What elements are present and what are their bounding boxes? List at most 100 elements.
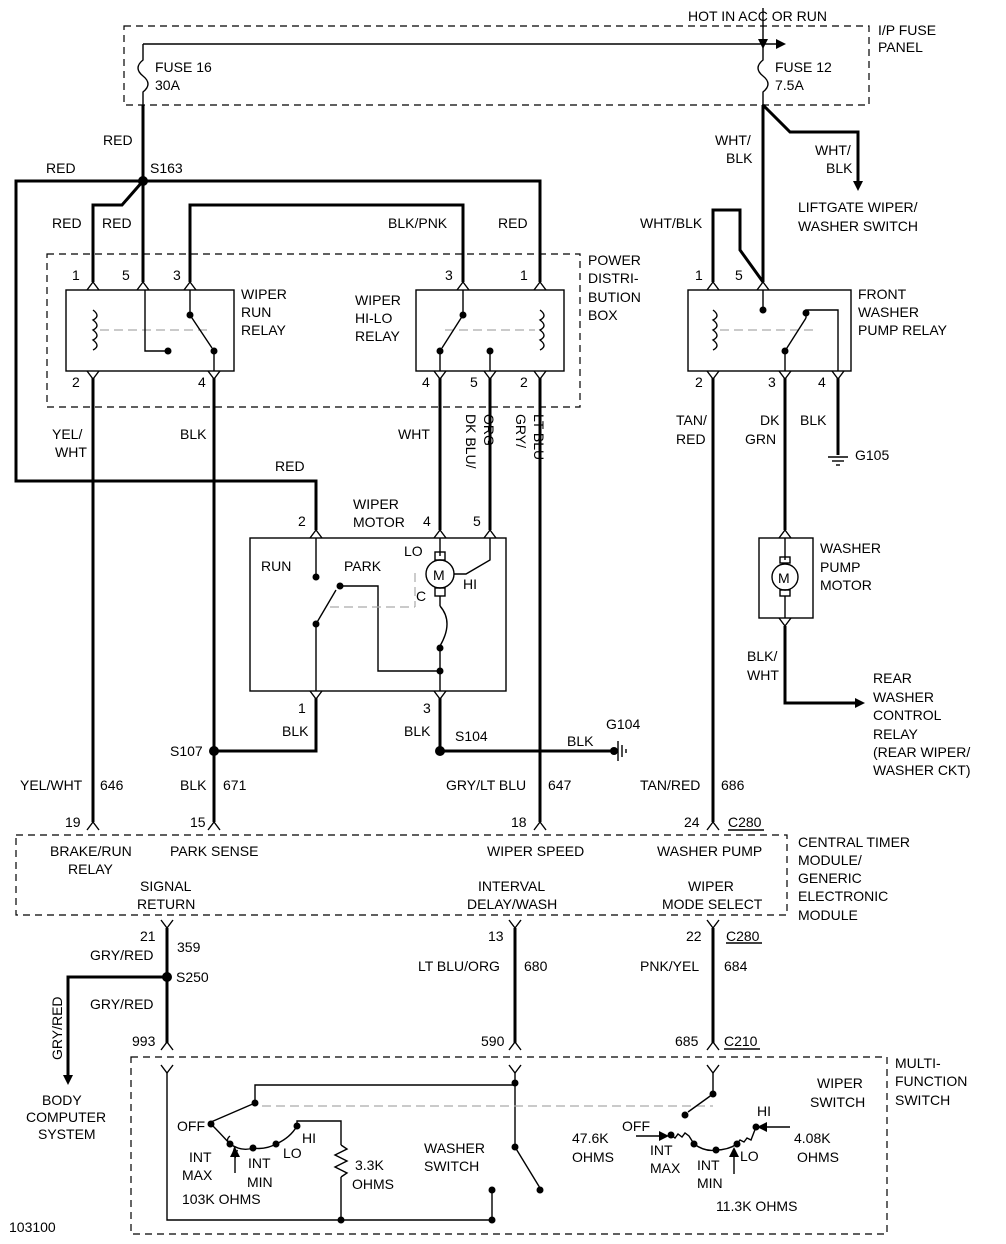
diagram-label: FRONT bbox=[858, 286, 907, 302]
diagram-label: 590 bbox=[481, 1033, 505, 1049]
diagram-label: GRY/RED bbox=[90, 947, 154, 963]
wiper-motor: WIPER MOTOR 2 4 5 1 3 M RUN PARK LO H bbox=[249, 496, 507, 716]
diagram-label: WHT bbox=[55, 444, 87, 460]
diagram-label: PUMP RELAY bbox=[858, 322, 948, 338]
fuse-16-icon bbox=[137, 44, 149, 105]
diagram-label: WIPER bbox=[817, 1075, 863, 1091]
upper-wiring: G105 RED RED S163 RED RED BLK/PNK RED WH… bbox=[14, 103, 918, 822]
diagram-label: 2 bbox=[72, 374, 80, 390]
diagram-label: RED bbox=[46, 160, 76, 176]
multi-function-switch: 993 590 685 C210 MULTI- FUNCTION SWITCH … bbox=[130, 1033, 967, 1235]
figure-id: 103100 bbox=[9, 1219, 56, 1235]
diagram-label: PUMP bbox=[820, 559, 860, 575]
diagram-label: GRY/RED bbox=[49, 996, 65, 1060]
diagram-label: PARK SENSE bbox=[170, 843, 258, 859]
diagram-label: ORG bbox=[481, 414, 497, 446]
diagram-label: DK BLU/ bbox=[463, 414, 479, 469]
diagram-label: SYSTEM bbox=[38, 1126, 96, 1142]
power-distribution-box: POWER DISTRI- BUTION BOX bbox=[46, 252, 641, 408]
diagram-label: 3 bbox=[768, 374, 776, 390]
diagram-label: BODY bbox=[42, 1092, 82, 1108]
diagram-label: RELAY bbox=[355, 328, 401, 344]
diagram-label: C280 bbox=[728, 814, 762, 830]
diagram-label: WIPER bbox=[688, 878, 734, 894]
diagram-label: 646 bbox=[100, 777, 124, 793]
fuse16-label: FUSE 16 bbox=[155, 59, 212, 75]
diagram-label: C bbox=[416, 588, 426, 604]
diagram-label: 11.3K OHMS bbox=[716, 1198, 797, 1214]
diagram-label: 4 bbox=[422, 374, 430, 390]
diagram-label: RELAY bbox=[68, 861, 114, 877]
diagram-label: GRY/LT BLU bbox=[446, 777, 526, 793]
diagram-label: YEL/ bbox=[52, 426, 82, 442]
diagram-label: WASHER CKT) bbox=[873, 762, 970, 778]
fuse12-rating: 7.5A bbox=[775, 77, 804, 93]
wiper-run-relay: 1 5 3 2 4 WIPER RUN RELAY bbox=[65, 267, 287, 390]
diagram-label: WASHER bbox=[858, 304, 919, 320]
diagram-label: LT BLU bbox=[531, 414, 547, 460]
diagram-label: RED bbox=[52, 215, 82, 231]
ground-g105-icon bbox=[828, 456, 848, 466]
diagram-label: ELECTRONIC bbox=[798, 888, 888, 904]
diagram-label: WASHER PUMP bbox=[657, 843, 762, 859]
diagram-label: POWER bbox=[588, 252, 641, 268]
diagram-label: MODULE/ bbox=[798, 852, 862, 868]
fuse-panel-label-1: I/P FUSE bbox=[878, 22, 936, 38]
diagram-label: WASHER bbox=[820, 540, 881, 556]
diagram-label: (REAR WIPER/ bbox=[873, 744, 970, 760]
diagram-label: RUN bbox=[261, 558, 291, 574]
diagram-label: HI-LO bbox=[355, 310, 392, 326]
diagram-label: 19 bbox=[65, 814, 81, 830]
diagram-label: 3 bbox=[173, 267, 181, 283]
diagram-label: INTERVAL bbox=[478, 878, 545, 894]
s104-splice bbox=[435, 746, 445, 756]
diagram-label: 47.6K bbox=[572, 1130, 609, 1146]
diagram-label: HI bbox=[463, 576, 477, 592]
diagram-label: MULTI- bbox=[895, 1055, 941, 1071]
central-timer-module: 19 15 18 24 C280 BRAKE/RUN RELAY PARK SE… bbox=[15, 814, 910, 944]
diagram-label: OHMS bbox=[352, 1176, 394, 1192]
diagram-label: 2 bbox=[520, 374, 528, 390]
diagram-label: 1 bbox=[520, 267, 528, 283]
diagram-label: WHT/ bbox=[715, 132, 751, 148]
diagram-label: LO bbox=[404, 543, 423, 559]
diagram-label: M bbox=[433, 567, 445, 583]
diagram-label: RED bbox=[102, 215, 132, 231]
s104-label: S104 bbox=[455, 728, 488, 744]
diagram-label: MOTOR bbox=[353, 514, 405, 530]
diagram-label: 685 bbox=[675, 1033, 699, 1049]
diagram-label: 4 bbox=[818, 374, 826, 390]
diagram-label: TAN/RED bbox=[640, 777, 700, 793]
diagram-label: RED bbox=[498, 215, 528, 231]
diagram-label: RUN bbox=[241, 304, 271, 320]
s107-splice bbox=[209, 746, 219, 756]
diagram-label: LO bbox=[283, 1145, 302, 1161]
diagram-label: YEL/WHT bbox=[20, 777, 83, 793]
diagram-label: INT bbox=[650, 1142, 673, 1158]
diagram-label: OHMS bbox=[797, 1149, 839, 1165]
g105-label: G105 bbox=[855, 447, 889, 463]
diagram-label: 4 bbox=[423, 513, 431, 529]
diagram-label: 18 bbox=[511, 814, 527, 830]
diagram-label: BLK bbox=[800, 412, 827, 428]
diagram-label: BLK bbox=[180, 777, 207, 793]
diagram-label: 24 bbox=[684, 814, 700, 830]
diagram-label: OHMS bbox=[572, 1149, 614, 1165]
diagram-label: RELAY bbox=[241, 322, 287, 338]
g104-label: G104 bbox=[606, 716, 640, 732]
diagram-label: 686 bbox=[721, 777, 745, 793]
diagram-label: 2 bbox=[695, 374, 703, 390]
diagram-label: BLK/PNK bbox=[388, 215, 448, 231]
s163-label: S163 bbox=[150, 160, 183, 176]
mid-wiring: BLK S107 BLK S104 BLK G104 YEL/WHT 646 B… bbox=[20, 698, 745, 793]
diagram-label: 1 bbox=[298, 700, 306, 716]
diagram-label: BUTION bbox=[588, 289, 641, 305]
diagram-label: BRAKE/RUN bbox=[50, 843, 132, 859]
diagram-label: BLK bbox=[726, 150, 753, 166]
diagram-label: COMPUTER bbox=[26, 1109, 106, 1125]
diagram-label: SWITCH bbox=[895, 1092, 950, 1108]
diagram-label: RELAY bbox=[873, 726, 919, 742]
diagram-label: OFF bbox=[622, 1118, 650, 1134]
diagram-label: 671 bbox=[223, 777, 247, 793]
